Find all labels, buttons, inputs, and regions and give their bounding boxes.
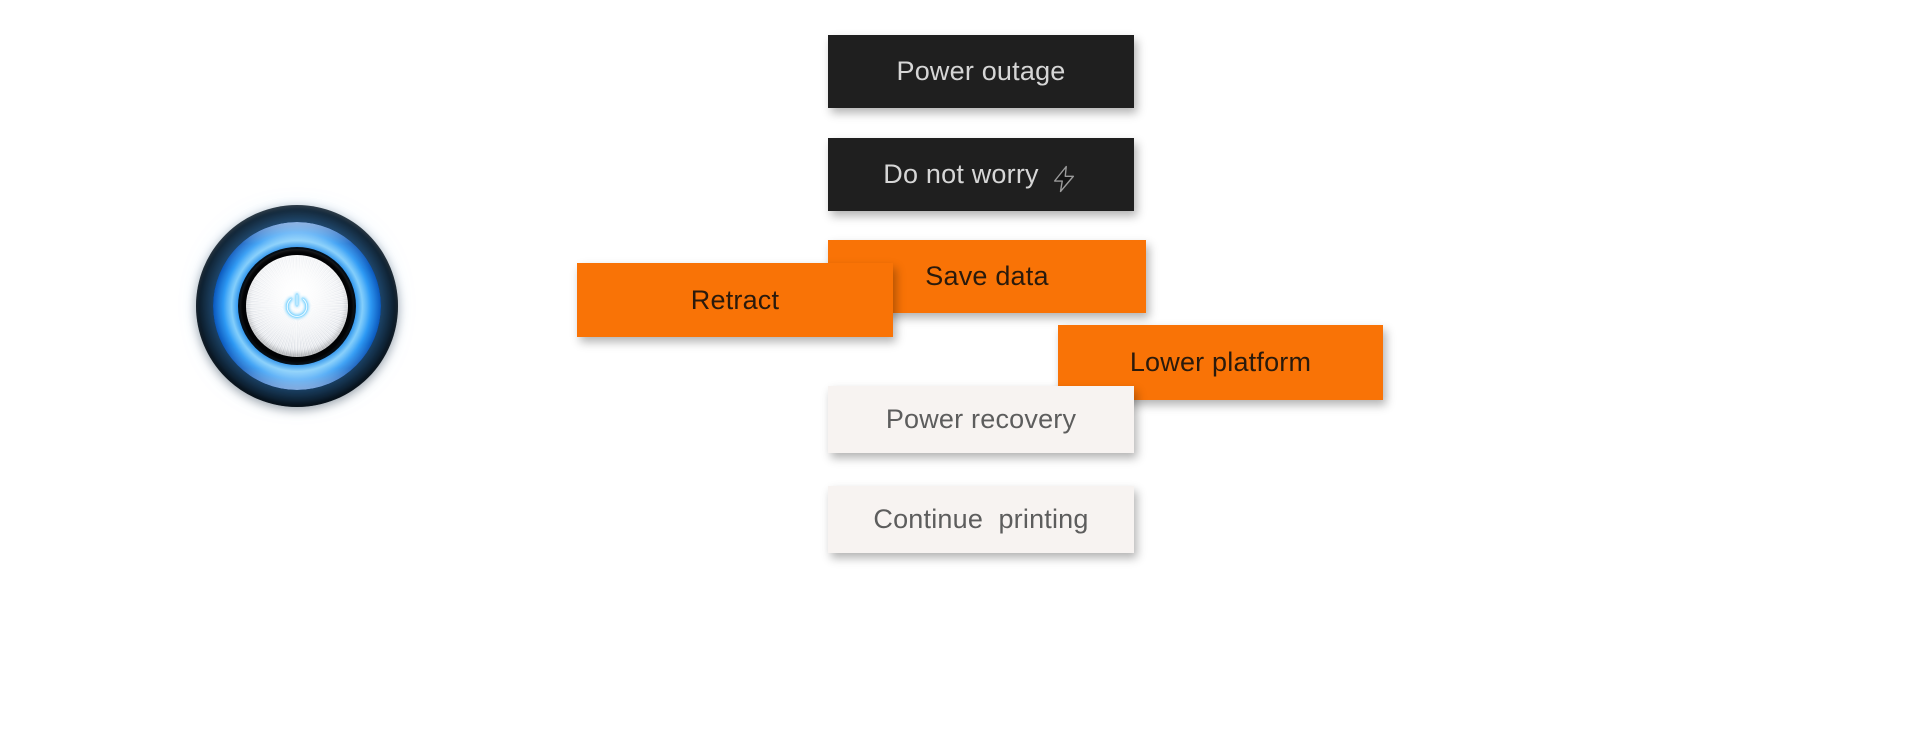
flow-node-label: Continue printing	[873, 504, 1089, 534]
flow-node-label: Do not worry	[883, 159, 1039, 189]
power-symbol-icon	[282, 291, 312, 321]
flow-node-power-recovery[interactable]: Power recovery	[828, 386, 1134, 453]
flow-node-do-not-worry[interactable]: Do not worry	[828, 138, 1134, 211]
lightning-bolt-icon	[1049, 164, 1079, 194]
flow-node-continue-printing[interactable]: Continue printing	[828, 486, 1134, 553]
flow-node-label: Lower platform	[1129, 347, 1312, 377]
power-button[interactable]	[196, 205, 398, 407]
flow-node-label: Save data	[925, 261, 1049, 291]
flow-node-label: Power outage	[896, 56, 1066, 86]
flow-node-label: Power recovery	[885, 404, 1077, 434]
flow-node-power-outage[interactable]: Power outage	[828, 35, 1134, 108]
flow-node-retract[interactable]: Retract	[577, 263, 893, 337]
flow-node-label: Retract	[690, 284, 780, 315]
